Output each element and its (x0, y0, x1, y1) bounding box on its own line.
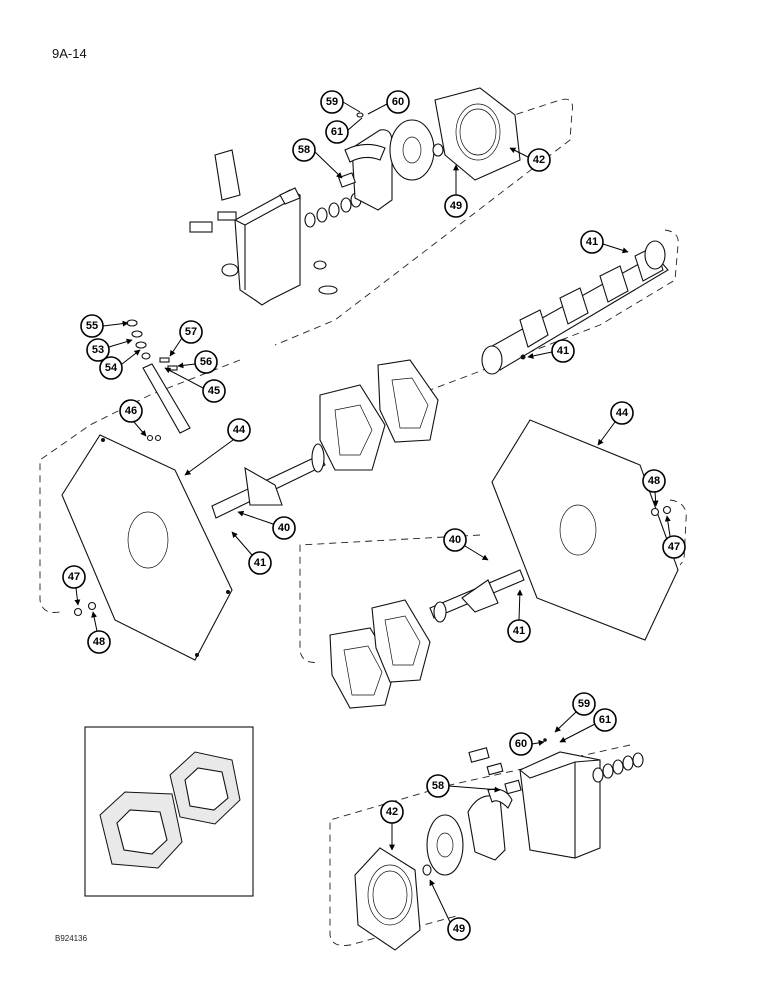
callout-42-bottom: 42 (380, 800, 404, 824)
callout-55: 55 (80, 314, 104, 338)
svg-text:59: 59 (326, 96, 338, 108)
left-plate (61, 434, 233, 661)
callout-59: 59 (320, 90, 344, 114)
svg-text:44: 44 (233, 424, 246, 436)
svg-text:48: 48 (648, 475, 660, 487)
svg-text:41: 41 (254, 557, 266, 569)
callout-60: 60 (386, 90, 410, 114)
callout-49: 49 (444, 194, 468, 218)
callout-58-bottom: 58 (426, 774, 450, 798)
page-number: 9A-14 (52, 46, 87, 61)
svg-text:40: 40 (278, 522, 290, 534)
callout-40-mid: 40 (272, 516, 296, 540)
callout-53: 53 (86, 338, 110, 362)
callout-59-bottom: 59 (572, 692, 596, 716)
svg-text:45: 45 (208, 385, 220, 397)
svg-text:61: 61 (599, 714, 611, 726)
callout-61: 61 (325, 120, 349, 144)
svg-text:54: 54 (105, 362, 118, 374)
svg-text:60: 60 (515, 738, 527, 750)
top-housing-assembly (189, 87, 521, 306)
svg-text:48: 48 (93, 636, 105, 648)
figure-id: B924136 (55, 934, 88, 943)
callout-60-bottom: 60 (509, 732, 533, 756)
svg-text:44: 44 (616, 407, 629, 419)
cam-shaft (481, 240, 669, 375)
callout-42: 42 (527, 148, 551, 172)
svg-text:53: 53 (92, 344, 104, 356)
svg-text:42: 42 (533, 154, 545, 166)
svg-text:46: 46 (125, 405, 137, 417)
lever-parts (126, 319, 191, 442)
svg-text:49: 49 (450, 200, 462, 212)
callout-41-shaft: 41 (551, 339, 575, 363)
svg-text:60: 60 (392, 96, 404, 108)
callout-40-low: 40 (443, 528, 467, 552)
svg-text:41: 41 (513, 625, 525, 637)
assembly-boundaries (39, 98, 687, 946)
callout-57: 57 (179, 320, 203, 344)
svg-text:47: 47 (668, 541, 680, 553)
bottom-housing-assembly (354, 738, 644, 951)
svg-text:58: 58 (298, 144, 310, 156)
callout-48-right: 48 (642, 469, 666, 493)
svg-text:59: 59 (578, 698, 590, 710)
svg-text:55: 55 (86, 320, 98, 332)
callout-44-left: 44 (227, 418, 251, 442)
callout-46: 46 (119, 399, 143, 423)
callout-44-right: 44 (610, 401, 634, 425)
callout-41-mid: 41 (248, 551, 272, 575)
right-plate (491, 419, 679, 641)
svg-text:47: 47 (68, 571, 80, 583)
svg-text:56: 56 (200, 356, 212, 368)
svg-text:41: 41 (586, 236, 598, 248)
lower-shaft (329, 569, 525, 709)
callout-48-left: 48 (87, 630, 111, 654)
callout-47-left: 47 (62, 565, 86, 589)
svg-text:61: 61 (331, 126, 343, 138)
svg-text:49: 49 (453, 923, 465, 935)
callout-47-right: 47 (662, 535, 686, 559)
callout-45: 45 (202, 379, 226, 403)
callout-58: 58 (292, 138, 316, 162)
callout-54: 54 (99, 356, 123, 380)
svg-text:58: 58 (432, 780, 444, 792)
svg-text:40: 40 (449, 534, 461, 546)
callout-49-bottom: 49 (447, 917, 471, 941)
callouts: 59 60 61 58 42 49 41 41 55 57 53 56 54 4… (62, 90, 686, 941)
callout-61-bottom: 61 (593, 708, 617, 732)
svg-text:57: 57 (185, 326, 197, 338)
middle-shaft (211, 359, 439, 519)
callout-41-top: 41 (580, 230, 604, 254)
callout-56: 56 (194, 350, 218, 374)
callout-41-low: 41 (507, 619, 531, 643)
inset-box (84, 726, 254, 897)
svg-text:42: 42 (386, 806, 398, 818)
svg-text:41: 41 (557, 345, 569, 357)
